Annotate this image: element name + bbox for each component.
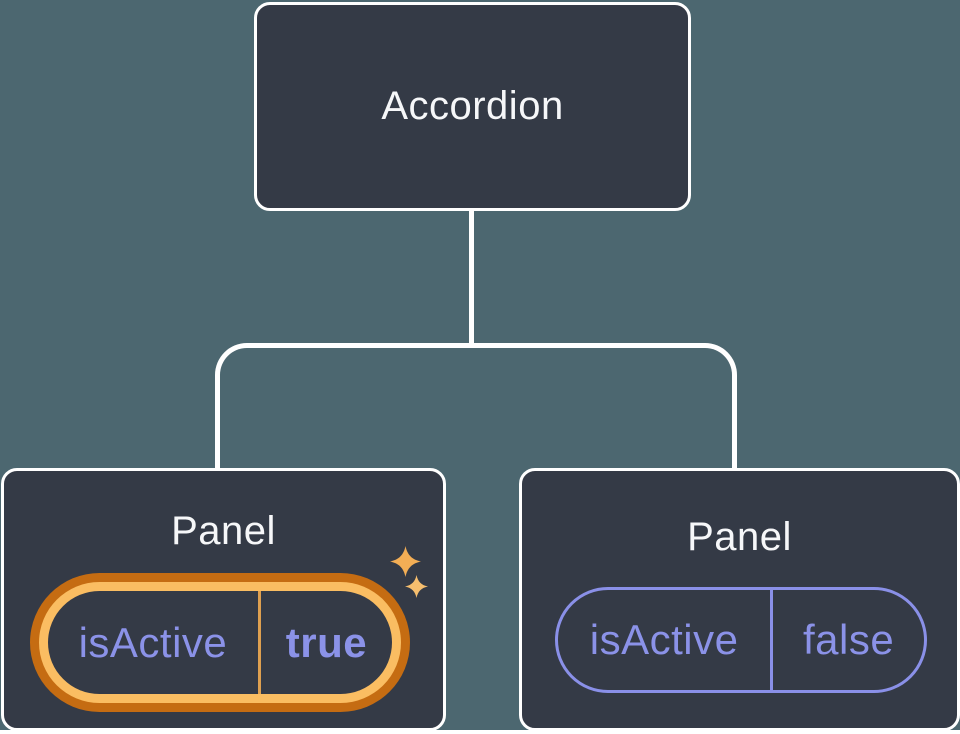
connector-branch-elbow [215,343,737,470]
state-pill-divider [257,591,261,694]
state-key: isActive [78,618,228,666]
bottom-edge-strip [0,730,960,734]
sparkle-large-icon [390,546,421,577]
state-pill-inactive: isActive false [555,587,927,693]
panel-node-inactive: Panel isActive false [519,468,960,731]
panel-label: Panel [687,515,792,559]
connector-root-stem [469,205,474,347]
sparkle-small-icon [405,575,428,598]
accordion-label: Accordion [381,84,564,128]
state-pill-divider [770,590,774,690]
state-value: true [285,618,368,666]
accordion-node: Accordion [254,2,691,211]
state-pill-active: isActive true [30,573,410,712]
state-pill-inner: isActive true [48,591,392,694]
panel-node-active: Panel isActive true [1,468,446,731]
panel-label: Panel [171,509,276,553]
state-pill-gold-ring: isActive true [39,582,401,703]
state-value: false [803,616,895,663]
state-key: isActive [589,616,739,663]
